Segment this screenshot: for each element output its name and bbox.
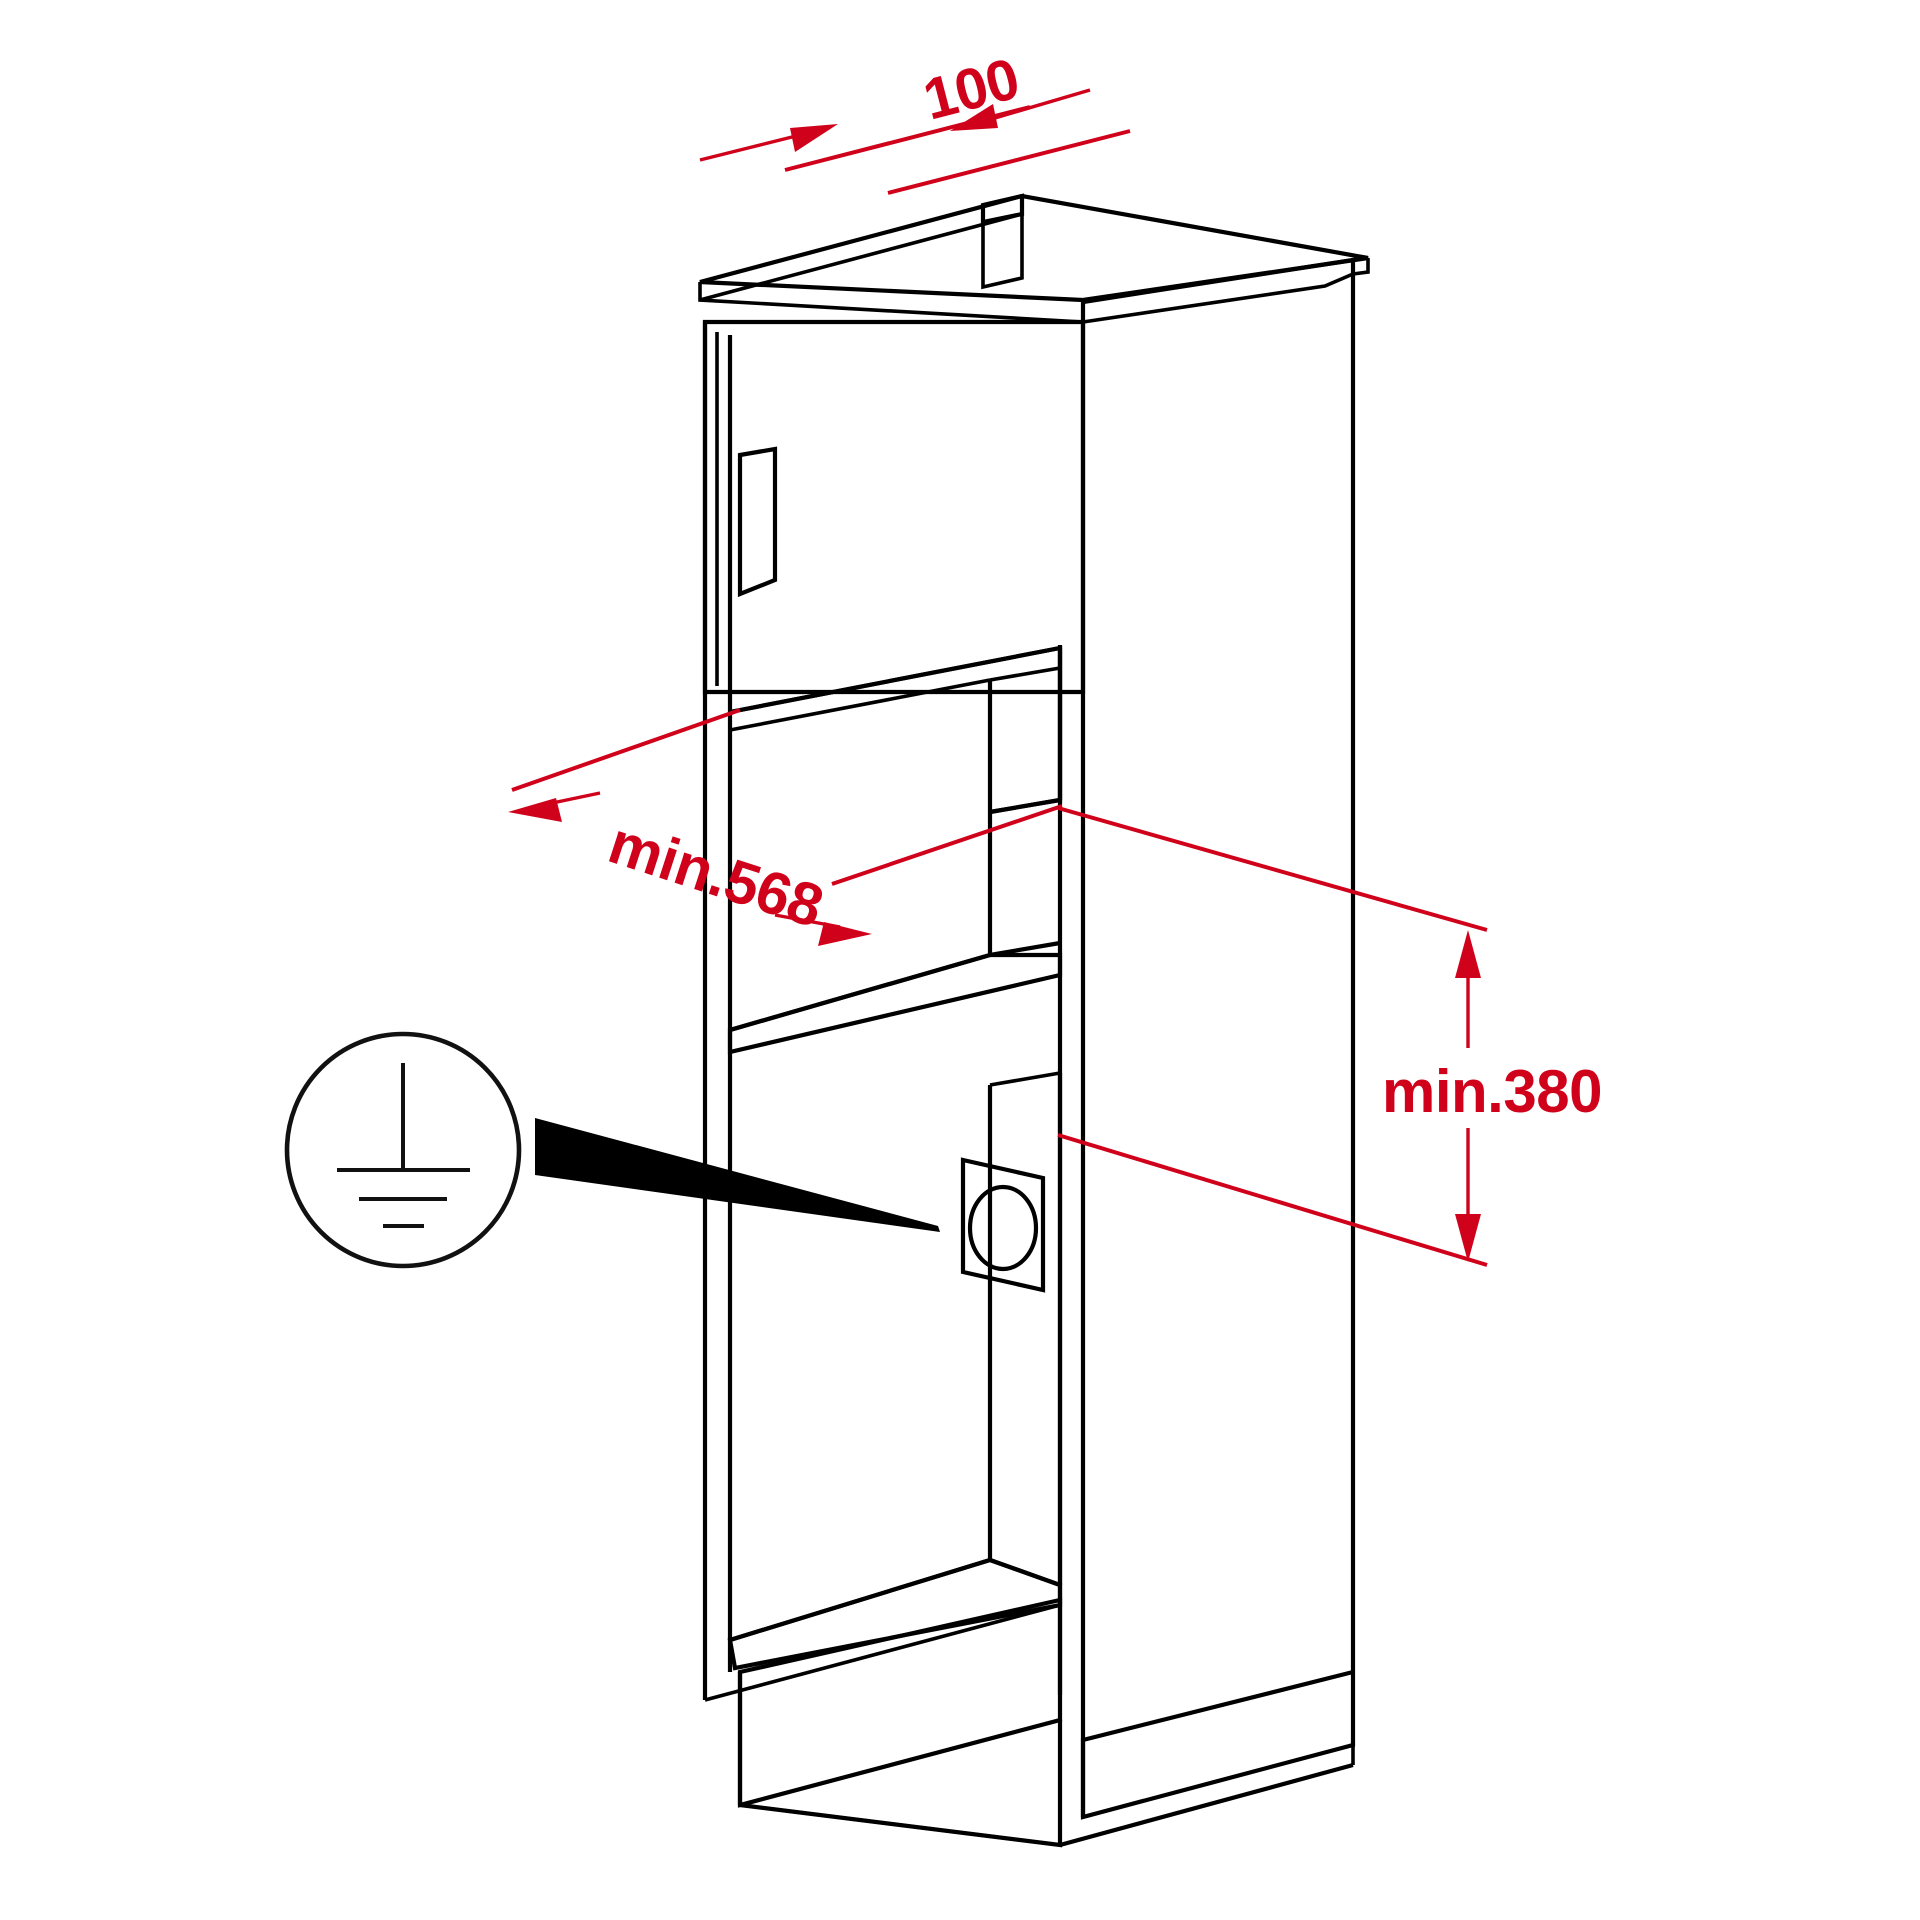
lower-cavity-rear-wall-top: [989, 1071, 1061, 1087]
dim-568-arrow-right: [818, 922, 872, 946]
dim-100-label: 100: [917, 46, 1026, 133]
socket-outlet-plate: [960, 1157, 1046, 1293]
plinth-bottom-edge: [739, 1803, 1061, 1847]
earth-symbol-circle: [284, 1031, 522, 1269]
rear-riser-tab: [980, 193, 1025, 225]
lower-cavity-floor-back: [729, 1557, 991, 1643]
dim-568-ext-lower: [831, 804, 1063, 886]
dim-100-ext-right: [887, 129, 1131, 195]
dim-380-ext-upper: [1057, 806, 1488, 932]
right-side-panel: [1080, 257, 1356, 1820]
mid-shelf-top-face: [727, 952, 1063, 1055]
cabinet-body: [698, 193, 1370, 1848]
dimension-100: 100: [699, 46, 1131, 195]
niche-top-front-edge: [729, 645, 1061, 715]
dim-100-arrow-right: [950, 104, 998, 131]
mid-shelf-front-thickness: [729, 973, 1061, 1054]
top-panel-top-face: [699, 193, 1369, 303]
plinth-right-return: [1059, 1762, 1354, 1848]
dim-380-arrow-down: [1455, 1214, 1481, 1262]
top-panel-right-notch: [1351, 258, 1370, 277]
dim-568-label: min.568: [601, 809, 831, 941]
earth-ground-symbol: [284, 1031, 522, 1269]
dim-568-ext-upper: [511, 708, 741, 792]
lower-cavity-floor: [727, 1557, 1063, 1671]
side-panel-notch: [1080, 1669, 1354, 1817]
plinth: [737, 1597, 1063, 1808]
niche-top-underside: [729, 645, 1063, 815]
top-panel-front-thickness: [698, 282, 1085, 324]
dim-100-leader-left: [699, 133, 801, 162]
dim-100-leader-right: [994, 88, 1091, 120]
mid-shelf-back-left: [729, 952, 991, 1033]
socket-outlet-circle: [967, 1184, 1039, 1272]
dimension-min568: min.568: [508, 708, 1063, 946]
dim-100-arrow-left: [790, 124, 838, 152]
dim-380-label: min.380: [1382, 1058, 1602, 1125]
upper-door: [702, 319, 1086, 695]
rear-riser-tab-edge: [981, 214, 1024, 290]
door-handle: [737, 446, 778, 598]
niche-top-front-edge-lower: [729, 678, 991, 732]
niche-top-right-return: [989, 666, 1061, 682]
niche-right-inner-wall: [989, 797, 1061, 815]
dimension-min380: min.380: [1057, 806, 1602, 1267]
dim-568-arrow-left: [508, 798, 562, 822]
lower-cavity-floor-right: [989, 1558, 1061, 1587]
dim-380-ext-lower: [1057, 1133, 1488, 1267]
lower-cavity-floor-front: [704, 1603, 1061, 1702]
mid-shelf-right-edge: [989, 940, 1061, 958]
top-panel-right-rear-edge: [1082, 272, 1354, 324]
dim-380-arrow-up: [1455, 930, 1481, 978]
leader-arrow-icon: [535, 1118, 940, 1232]
